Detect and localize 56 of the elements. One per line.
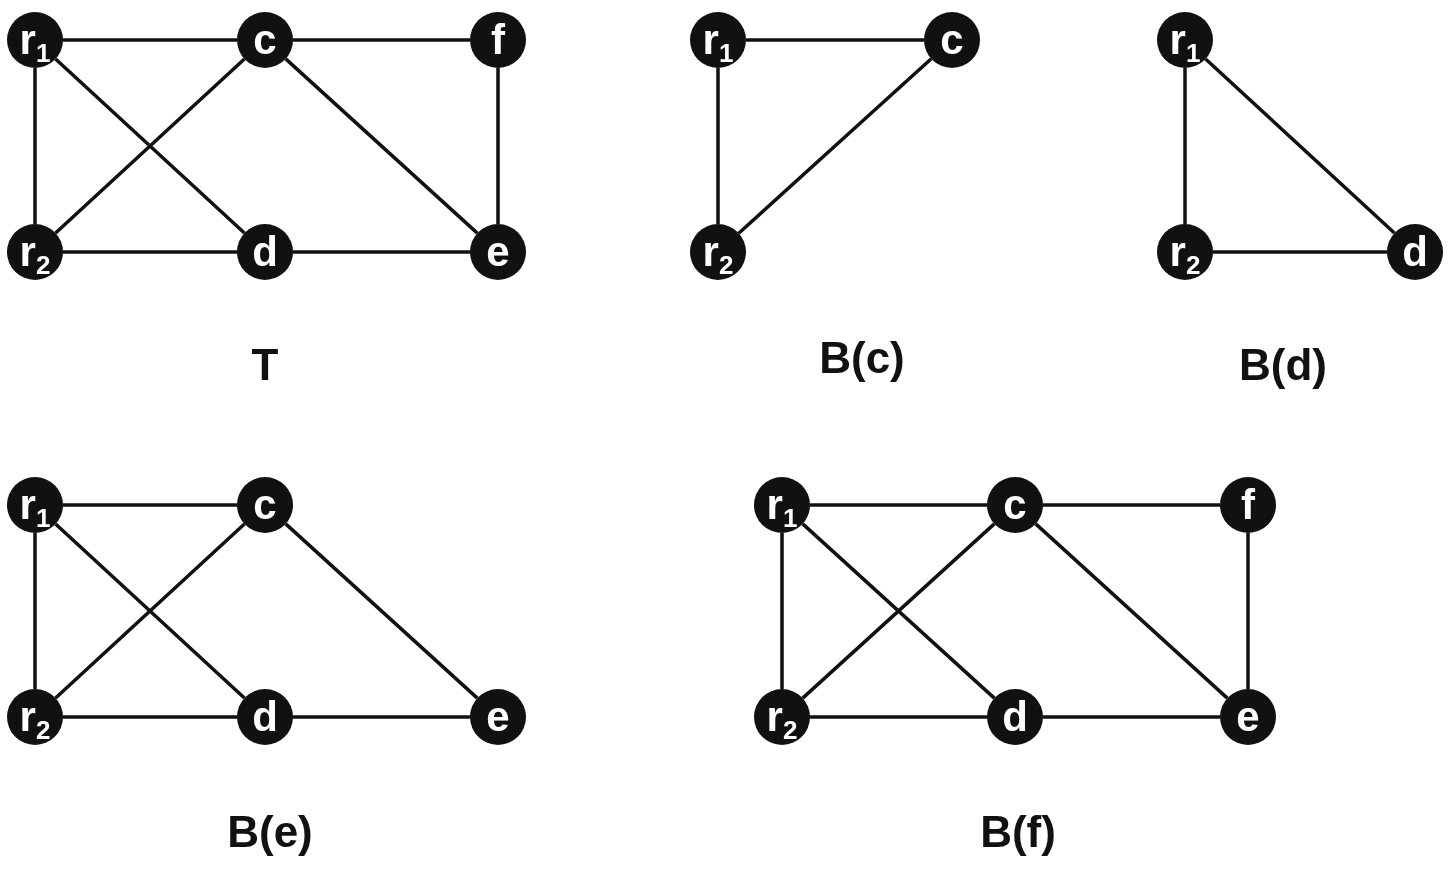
vertex-label: c	[253, 484, 277, 526]
graph-title: B(d)	[1239, 343, 1327, 387]
vertex-label: e	[1236, 696, 1260, 738]
edge-line	[810, 715, 987, 719]
edge-line	[1246, 533, 1250, 689]
vertex-label: d	[1402, 231, 1428, 273]
graph-title: B(c)	[819, 336, 905, 380]
edge-line	[293, 250, 470, 254]
vertex-label: r$_{2}$	[19, 696, 51, 738]
edge-line	[1034, 522, 1229, 700]
vertex-label: e	[486, 696, 510, 738]
graph-title: B(e)	[227, 810, 313, 854]
edge-line	[284, 57, 479, 235]
edge-line	[737, 57, 933, 235]
edge-line	[1183, 68, 1187, 224]
graph-title: B(f)	[980, 810, 1056, 854]
edge-line	[1043, 503, 1220, 507]
edge-line	[63, 38, 237, 42]
vertex-label: d	[252, 231, 278, 273]
edge-line	[716, 68, 720, 224]
vertex-label: r$_{1}$	[1169, 19, 1201, 61]
crossing-edge-lines	[53, 522, 247, 700]
edge-line	[63, 250, 237, 254]
vertex-label: r$_{2}$	[1169, 231, 1201, 273]
vertex-label: f	[1241, 484, 1255, 526]
vertex-label: r$_{1}$	[702, 19, 734, 61]
edge-line	[293, 715, 470, 719]
edge-line	[284, 522, 479, 700]
vertex-label: c	[253, 19, 277, 61]
crossing-edge-lines	[800, 522, 997, 700]
vertex-label: r$_{1}$	[766, 484, 798, 526]
edge-line	[293, 38, 470, 42]
vertex-label: d	[1002, 696, 1028, 738]
vertex-label: r$_{2}$	[19, 231, 51, 273]
edge-line	[1213, 250, 1387, 254]
edge-line	[33, 533, 37, 689]
edge-line	[810, 503, 987, 507]
crossing-edge-lines	[53, 57, 247, 235]
vertex-label: f	[491, 19, 505, 61]
vertex-label: d	[252, 696, 278, 738]
edge-line	[746, 38, 924, 42]
edge-line	[1043, 715, 1220, 719]
edge-line	[780, 533, 784, 689]
edge-line	[63, 715, 237, 719]
vertex-label: r$_{2}$	[766, 696, 798, 738]
vertex-label: r$_{1}$	[19, 484, 51, 526]
vertex-label: c	[940, 19, 964, 61]
vertex-label: c	[1003, 484, 1027, 526]
edge-line	[63, 503, 237, 507]
graph-title: T	[251, 343, 279, 387]
edge-line	[496, 68, 500, 224]
vertex-label: e	[486, 231, 510, 273]
edge-line	[33, 68, 37, 224]
vertex-label: r$_{1}$	[19, 19, 51, 61]
vertex-label: r$_{2}$	[702, 231, 734, 273]
edge-line	[1204, 57, 1396, 235]
